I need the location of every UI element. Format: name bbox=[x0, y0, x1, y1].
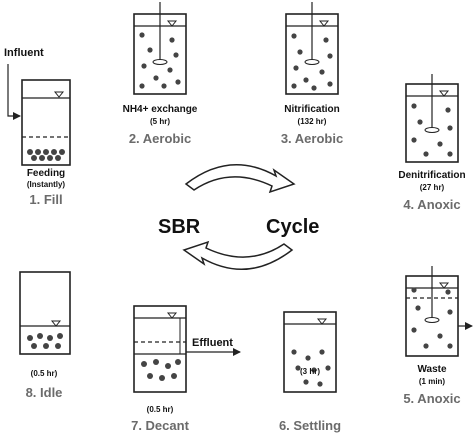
influent-arrow bbox=[7, 64, 21, 120]
center-label-cycle: Cycle bbox=[266, 216, 319, 238]
tank-aerobic-1 bbox=[133, 2, 187, 95]
tank-anoxic-2 bbox=[405, 266, 473, 357]
stage-idle-name: 8. Idle bbox=[26, 385, 63, 400]
effluent-label: Effluent bbox=[192, 337, 233, 349]
anoxic-2-label: Waste bbox=[417, 364, 447, 375]
center-label-sbr: SBR bbox=[158, 216, 201, 238]
tank-aerobic-2 bbox=[285, 2, 339, 95]
aerobic-2-detail: (132 hr) bbox=[298, 117, 327, 126]
biomass-dots bbox=[291, 33, 333, 91]
stage-aerobic-1-name: 2. Aerobic bbox=[129, 131, 191, 146]
stage-fill-name: 1. Fill bbox=[29, 192, 62, 207]
fill-detail: (Instantly) bbox=[27, 180, 66, 189]
anoxic-1-label: Denitrification bbox=[398, 170, 465, 181]
anoxic-2-detail: (1 min) bbox=[419, 377, 446, 386]
tank-idle bbox=[19, 271, 71, 355]
tank-settling bbox=[283, 311, 337, 393]
cycle-arrow-top bbox=[184, 164, 296, 194]
aerobic-2-label: Nitrification bbox=[284, 104, 340, 115]
biomass-dots bbox=[411, 287, 453, 349]
decant-detail: (0.5 hr) bbox=[147, 405, 174, 414]
biomass-dots bbox=[411, 103, 453, 157]
stage-anoxic-1-name: 4. Anoxic bbox=[403, 197, 460, 212]
biomass-dots bbox=[139, 32, 181, 89]
tank-fill bbox=[21, 79, 71, 166]
aerobic-1-detail: (5 hr) bbox=[150, 117, 170, 126]
influent-label: Influent bbox=[4, 47, 44, 59]
fill-label: Feeding bbox=[27, 168, 65, 179]
stage-settling-name: 6. Settling bbox=[279, 418, 341, 433]
stage-anoxic-2-name: 5. Anoxic bbox=[403, 391, 460, 406]
stage-aerobic-2-name: 3. Aerobic bbox=[281, 131, 343, 146]
idle-detail: (0.5 hr) bbox=[31, 369, 58, 378]
biomass-dots bbox=[291, 349, 331, 387]
settling-detail: (3 hr) bbox=[300, 367, 320, 376]
anoxic-1-detail: (27 hr) bbox=[420, 183, 445, 192]
sludge-dots bbox=[27, 149, 65, 161]
cycle-arrow-bottom bbox=[182, 240, 294, 270]
tank-decant bbox=[133, 305, 187, 393]
sludge-dots bbox=[141, 359, 181, 381]
stage-decant-name: 7. Decant bbox=[131, 418, 189, 433]
aerobic-1-label: NH4+ exchange bbox=[123, 104, 198, 115]
sludge-dots bbox=[27, 333, 63, 349]
tank-anoxic-1 bbox=[405, 74, 459, 163]
